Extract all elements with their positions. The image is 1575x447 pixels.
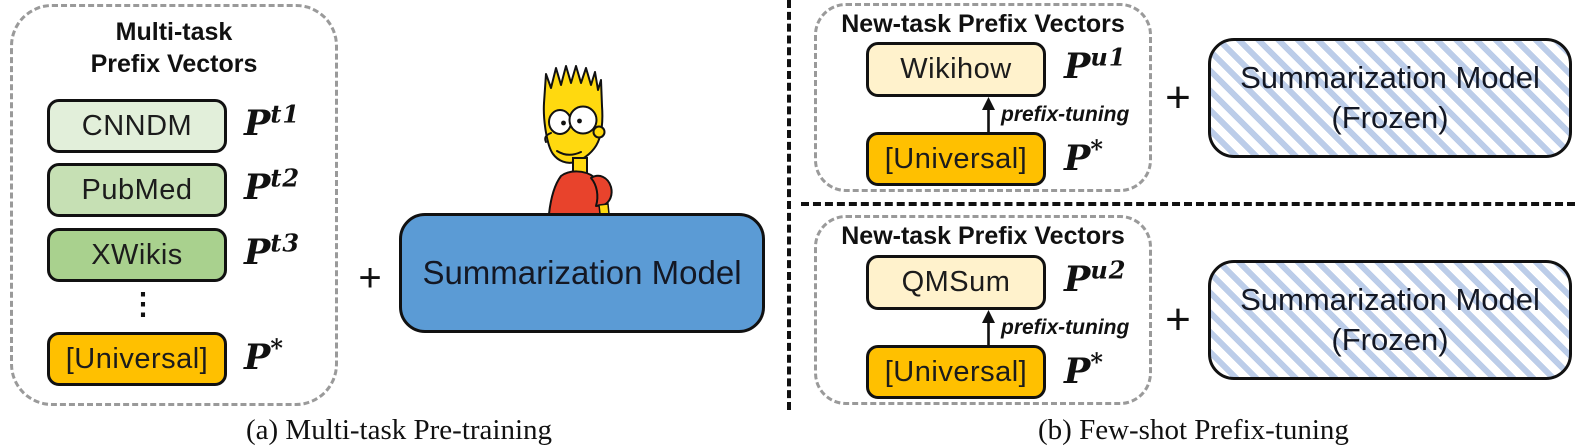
prefix-box-universal-row1: [Universal]	[866, 132, 1046, 186]
vector-label-pt3: Pt3	[244, 228, 301, 273]
prefix-box-label: [Universal]	[884, 142, 1028, 175]
prefix-tuning-arrow-up-icon	[982, 97, 995, 133]
frozen-model-line2: (Frozen)	[1331, 100, 1449, 135]
prefix-tuning-arrow-up-icon	[982, 310, 995, 346]
plus-sign-row2: +	[1165, 295, 1191, 344]
prefix-box-label: [Universal]	[884, 355, 1028, 388]
vector-label-pstar-row2: P*	[1064, 347, 1104, 392]
prefix-box-label: XWikis	[91, 238, 183, 271]
summarization-model-box: Summarization Model	[399, 213, 765, 333]
frozen-model-line1: Summarization Model	[1240, 60, 1540, 95]
prefix-box-label: CNNDM	[81, 109, 193, 142]
vector-label-pu2: Pu2	[1064, 255, 1127, 300]
plus-sign: +	[358, 256, 382, 300]
prefix-box-label: [Universal]	[65, 342, 209, 375]
vector-label-pt2: Pt2	[244, 163, 301, 208]
new-task-group-2-title: New-task Prefix Vectors	[841, 222, 1125, 250]
frozen-model-line1: Summarization Model	[1240, 282, 1540, 317]
caption-panel-b: (b) Few-shot Prefix-tuning	[1038, 414, 1349, 446]
new-task-group-1	[814, 3, 1152, 192]
prefix-box-wikihow: Wikihow	[866, 42, 1046, 97]
multi-task-group-title: Multi-task Prefix Vectors	[30, 16, 318, 80]
prefix-box-universal-row2: [Universal]	[866, 345, 1046, 399]
summarization-model-label: Summarization Model	[422, 254, 742, 291]
vector-label-pstar: P*	[244, 333, 284, 378]
new-task-group-1-title: New-task Prefix Vectors	[841, 10, 1125, 38]
prefix-box-universal: [Universal]	[47, 332, 227, 386]
ellipsis-icon: ⋮	[128, 288, 158, 321]
prefix-box-xwikis: XWikis	[47, 228, 227, 282]
caption-panel-a: (a) Multi-task Pre-training	[246, 414, 553, 446]
frozen-model-box-2: Summarization Model (Frozen)	[1208, 260, 1572, 380]
group-title-line1: Multi-task	[115, 18, 233, 46]
group-title-line2: Prefix Vectors	[90, 50, 258, 78]
new-task-group-2	[814, 215, 1152, 405]
prefix-box-label: QMSum	[901, 266, 1011, 298]
prefix-box-label: Wikihow	[900, 53, 1012, 85]
vector-label-pstar-row1: P*	[1064, 134, 1104, 179]
prefix-tuning-label-1: prefix-tuning	[1001, 103, 1130, 126]
frozen-model-box-1: Summarization Model (Frozen)	[1208, 38, 1572, 158]
prefix-tuning-label-2: prefix-tuning	[1001, 316, 1130, 339]
prefix-box-pubmed: PubMed	[47, 163, 227, 217]
bart-simpson-icon	[542, 65, 613, 214]
plus-sign-row1: +	[1165, 73, 1191, 122]
frozen-model-line2: (Frozen)	[1331, 322, 1449, 357]
prefix-box-label: PubMed	[81, 173, 193, 206]
multi-task-prefix-group	[10, 4, 338, 406]
vector-label-pt1: Pt1	[244, 99, 301, 144]
vertical-divider	[787, 0, 791, 410]
horizontal-divider	[801, 202, 1575, 206]
prefix-box-cnndm: CNNDM	[47, 99, 227, 153]
vector-label-pu1: Pu1	[1064, 42, 1127, 87]
prefix-box-qmsum: QMSum	[866, 255, 1046, 310]
